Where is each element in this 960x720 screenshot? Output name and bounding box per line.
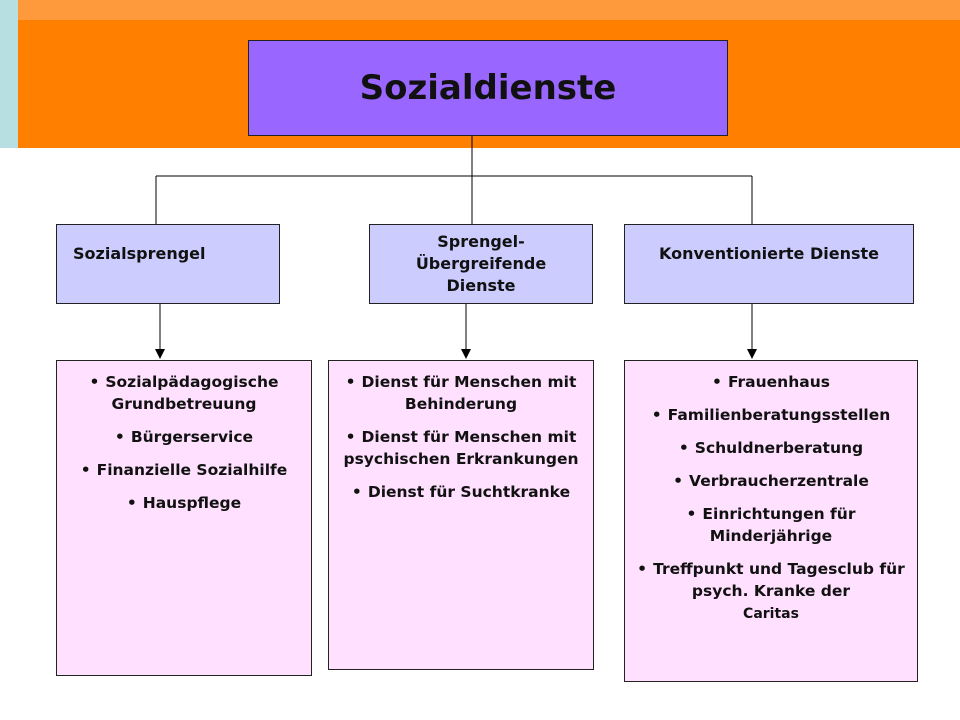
list-item: • Dienst für Suchtkranke (335, 481, 587, 503)
department-label: Konventionierte Dienste (658, 243, 879, 263)
list-item: • Schuldnerberatung (631, 437, 911, 459)
department-label-line: Sprengel- (437, 232, 525, 251)
bullet-icon: • (114, 428, 125, 446)
bullet-icon: • (345, 428, 356, 446)
bullet-icon: • (686, 505, 697, 523)
bullet-icon: • (651, 406, 662, 424)
root-title: Sozialdienste (359, 68, 617, 108)
list-item: • Dienst für Menschen mit Behinderung (335, 371, 587, 415)
bullet-icon: • (637, 560, 648, 578)
service-text: Finanzielle Sozialhilfe (96, 461, 288, 479)
service-text: Frauenhaus (727, 373, 830, 391)
bullet-icon: • (351, 483, 362, 501)
service-text: Bürgerservice (130, 428, 254, 446)
header-band-light (18, 0, 960, 20)
list-item: • Hauspflege (63, 492, 305, 514)
service-list-konventioniert: • Frauenhaus • Familienberatungsstellen • S… (624, 360, 918, 682)
department-box-sozialsprengel: Sozialsprengel (56, 224, 280, 304)
service-text: Caritas (743, 606, 799, 622)
service-text: Familienberatungsstellen (667, 406, 891, 424)
department-label: Sozialsprengel (73, 243, 206, 263)
service-text: Einrichtungen für Minderjährige (702, 505, 856, 545)
bullet-icon: • (80, 461, 91, 479)
service-text: Hauspflege (142, 494, 242, 512)
service-text: Schuldnerberatung (694, 439, 864, 457)
list-item: • Einrichtungen für Minderjährige (631, 503, 911, 547)
list-item: • Verbraucherzentrale (631, 470, 911, 492)
department-label-line: Übergreifende (415, 254, 547, 273)
bullet-icon: • (345, 373, 356, 391)
service-text: Sozialpädagogische Grundbetreuung (105, 373, 279, 413)
list-item: •Dienst für Menschen mit psychischen Erk… (335, 426, 587, 470)
list-item: • Familienberatungsstellen (631, 404, 911, 426)
bullet-icon: • (712, 373, 722, 391)
department-box-konventioniert: Konventionierte Dienste (624, 224, 914, 304)
service-list-sprengel-uebergreifend: •Dienst für Menschen mit Behinderung •Di… (328, 360, 594, 670)
list-item: • Treffpunkt und Tagesclub für psych. Kra… (631, 558, 911, 625)
service-text: Dienst für Menschen mit Behinderung (361, 373, 577, 413)
service-text: Treffpunkt und Tagesclub für psych. Kran… (653, 560, 905, 600)
department-box-sprengel-uebergreifend: Sprengel- Übergreifende Dienste (369, 224, 593, 304)
service-text: Dienst für Menschen mit psychischen Erkr… (343, 428, 579, 468)
service-text: Dienst für Suchtkranke (367, 483, 571, 501)
root-box: Sozialdienste (248, 40, 728, 136)
service-text: Verbraucherzentrale (689, 472, 869, 490)
bullet-icon: • (678, 439, 689, 457)
service-list-sozialsprengel: • Sozialpädagogische Grundbetreuung • Bürg… (56, 360, 312, 676)
bullet-icon: • (89, 373, 100, 391)
list-item: • Bürgerservice (63, 426, 305, 448)
list-item: • Finanzielle Sozialhilfe (63, 459, 305, 481)
bullet-icon: • (126, 494, 137, 512)
bullet-icon: • (673, 472, 684, 490)
list-item: • Frauenhaus (631, 371, 911, 393)
department-label-line: Dienste (446, 276, 516, 295)
list-item: • Sozialpädagogische Grundbetreuung (63, 371, 305, 415)
teal-accent-strip (0, 0, 18, 148)
